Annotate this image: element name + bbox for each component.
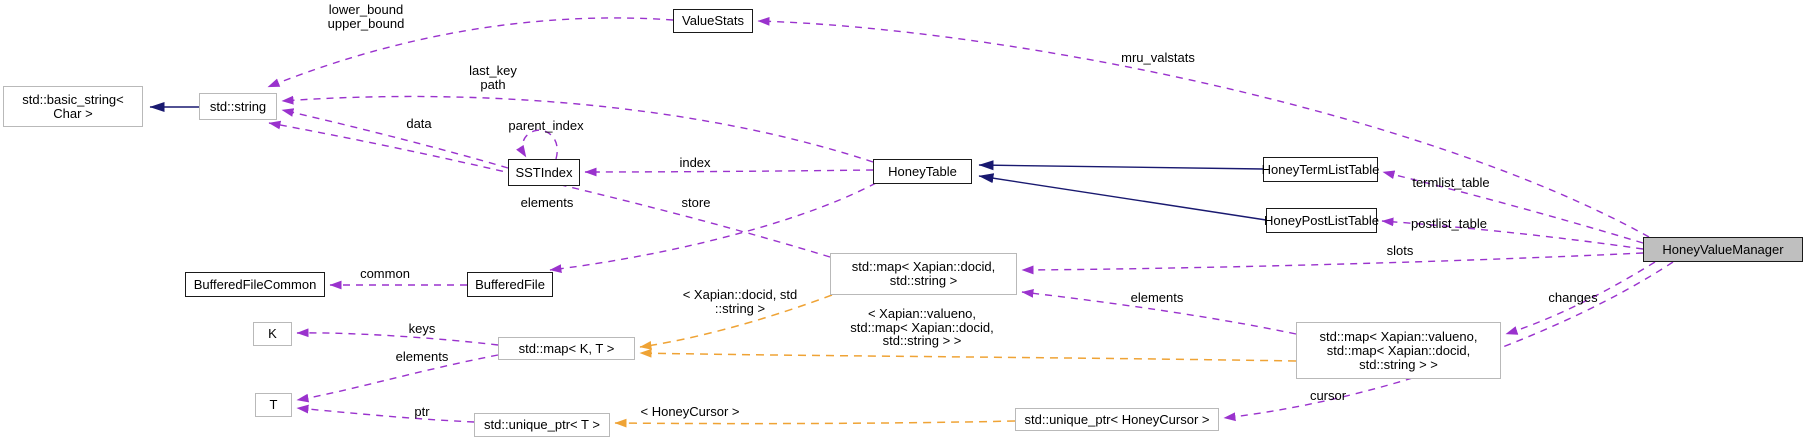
edge-changes [1505,261,1656,335]
edge-label-mru-valstats: mru_valstats [1121,50,1195,65]
edge-label-last-key-path: last_key path [469,63,517,92]
class-node-std-basic-string: std::basic_string< Char > [3,86,143,127]
class-node-honeytable[interactable]: HoneyTable [873,159,972,184]
edge-label-common: common [360,266,410,281]
edge-label-postlist-table: postlist_table [1411,216,1487,231]
edge-label-store: store [681,195,711,210]
class-node-sstindex[interactable]: SSTIndex [508,159,580,186]
edge-label-slots: slots [1386,243,1414,258]
edge-label-parent-index: parent_index [508,118,584,133]
class-node-std-string: std::string [199,93,277,120]
class-node-valuestats[interactable]: ValueStats [673,9,753,33]
template-edges [614,294,1297,428]
edge-termlist-table [1382,170,1644,244]
edge-ptr [296,404,475,423]
inheritance-edges [149,102,1267,221]
edge-label-changes: changes [1548,290,1598,305]
class-node-std-map-valueno: std::map< Xapian::valueno, std::map< Xap… [1296,322,1501,379]
edge-label-template-honeycursor: < HoneyCursor > [640,404,740,419]
edge-data [281,108,509,169]
edge-postlisttable-inherits-honeytable [978,173,1267,221]
edge-label-keys: keys [408,321,436,336]
edge-parent-index-self-loop [516,129,558,160]
edge-mru-valstats [757,16,1650,238]
edge-label-template-valueno-map: < Xapian::valueno, std::map< Xapian::doc… [850,306,994,348]
edge-postlist-table [1381,217,1644,250]
class-node-t: T [255,393,292,417]
edge-template-honeycursor [614,418,1016,428]
edge-elements-map-docid-to-string [268,120,831,258]
edge-termlisttable-inherits-honeytable [978,160,1264,171]
edge-elements-valueno-to-docid [1021,288,1297,335]
edge-label-elements-map-kt: elements [395,349,449,364]
edge-label-lower-upper-bound: lower_bound upper_bound [327,2,405,31]
class-node-honeytermlisttable[interactable]: HoneyTermListTable [1262,157,1379,182]
member-edges [267,16,1674,423]
class-node-k: K [253,322,292,346]
edge-store [549,182,877,273]
edge-keys [296,328,499,346]
edge-template-valueno-map [639,348,1297,362]
edge-label-cursor: cursor [1309,388,1347,403]
edge-label-elements-valueno: elements [1130,290,1184,305]
class-node-std-map-docid-string: std::map< Xapian::docid, std::string > [830,253,1017,295]
edge-label-termlist-table: termlist_table [1412,175,1490,190]
edge-index [584,167,874,177]
class-node-honeyvaluemanager[interactable]: HoneyValueManager [1643,237,1803,262]
class-node-std-unique-ptr-t: std::unique_ptr< T > [474,413,610,437]
edge-last-key-path [281,95,874,163]
edge-label-elements-map-docid: elements [520,195,574,210]
edge-label-ptr: ptr [414,404,430,419]
edge-elements-map-kt-to-t [296,354,499,403]
edge-lower-upper-bound [267,17,674,88]
edge-slots [1021,252,1644,275]
edge-label-index: index [679,155,711,170]
class-node-bufferedfile[interactable]: BufferedFile [467,272,553,297]
class-node-honeypostlisttable[interactable]: HoneyPostListTable [1264,208,1379,233]
class-node-std-map-k-t: std::map< K, T > [498,337,635,360]
edge-label-data: data [406,116,432,131]
class-node-bufferedfilecommon[interactable]: BufferedFileCommon [185,272,325,297]
edge-label-template-docid-string: < Xapian::docid, std ::string > [682,287,798,316]
class-node-std-unique-ptr-honeycursor: std::unique_ptr< HoneyCursor > [1015,408,1219,431]
